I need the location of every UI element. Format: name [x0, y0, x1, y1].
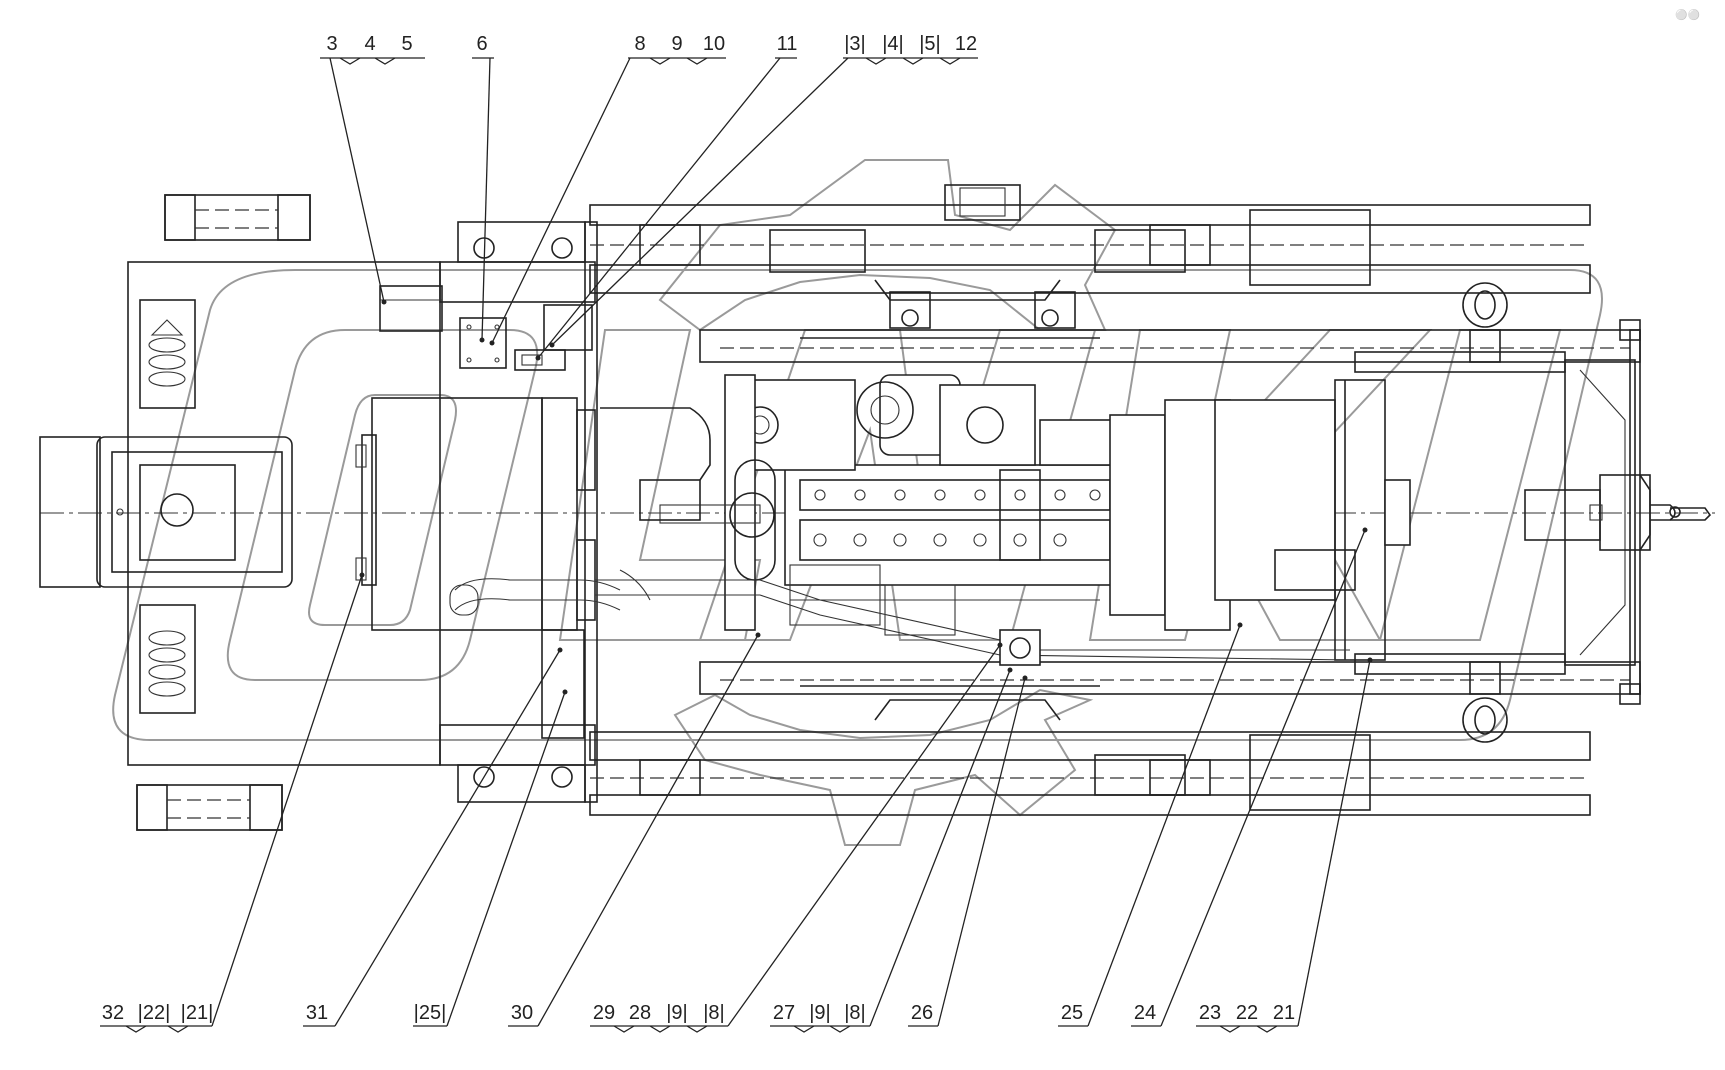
- callout-label: |8|: [703, 1002, 725, 1024]
- callout-group-26: 26: [908, 675, 1028, 1027]
- callout-label: |21|: [181, 1002, 214, 1024]
- callout-label: 22: [1236, 1002, 1258, 1024]
- callout-label: 24: [1134, 1002, 1156, 1024]
- callout-group-25: 25: [1058, 622, 1243, 1027]
- callout-label: 25: [1061, 1002, 1083, 1024]
- callout-label: |25|: [414, 1002, 447, 1024]
- callout-label: 4: [364, 33, 375, 55]
- callout-label: |9|: [809, 1002, 831, 1024]
- callout-label: 3: [326, 33, 337, 55]
- front-module: [39, 194, 621, 831]
- callout-label: 30: [511, 1002, 533, 1024]
- callout-label: 11: [777, 33, 798, 55]
- callout-group-3-4-5-12: |3| |4| |5| 12: [549, 33, 978, 348]
- callout-label: 26: [911, 1002, 933, 1024]
- callout-label: 6: [476, 33, 487, 55]
- callout-label: 27: [773, 1002, 795, 1024]
- callout-group-25-boxed: |25|: [413, 689, 568, 1027]
- callout-group-27-9-8: 27 |9| |8|: [770, 667, 1013, 1033]
- top-callouts: 3 4 5 6 8 9 10 11: [320, 33, 978, 361]
- callout-group-8-9-10: 8 9 10: [489, 33, 726, 346]
- callout-label: 31: [306, 1002, 328, 1024]
- callout-label: |5|: [919, 33, 941, 55]
- callout-label: |3|: [844, 33, 866, 55]
- callout-group-6: 6: [472, 33, 494, 343]
- callout-group-23-22-21: 23 22 21: [1196, 657, 1373, 1033]
- callout-label: 10: [703, 33, 725, 55]
- callout-label: 23: [1199, 1002, 1221, 1024]
- corner-mark: ⚪⚪: [1675, 8, 1700, 21]
- bottom-callouts: 32 |22| |21| 31 |25| 30 29: [100, 527, 1373, 1033]
- callout-label: |4|: [882, 33, 904, 55]
- callout-group-29-28-9-8: 29 28 |9| |8|: [590, 642, 1003, 1033]
- chassis-frame: [589, 184, 1712, 816]
- callout-label: |9|: [666, 1002, 688, 1024]
- callout-group-32-22-21: 32 |22| |21|: [100, 572, 365, 1033]
- callout-label: |22|: [138, 1002, 171, 1024]
- callout-group-24: 24: [1131, 527, 1368, 1027]
- callout-label: 29: [593, 1002, 615, 1024]
- callout-group-11: 11: [535, 33, 798, 361]
- callout-label: 28: [629, 1002, 651, 1024]
- callout-label: 8: [634, 33, 645, 55]
- callout-group-3-4-5: 3 4 5: [320, 33, 425, 305]
- callout-label: 12: [955, 33, 977, 55]
- callout-label: 32: [102, 1002, 124, 1024]
- engine-assembly: [595, 374, 1411, 666]
- callout-group-30: 30: [508, 632, 761, 1027]
- callout-label: 9: [671, 33, 682, 55]
- callout-label: |8|: [844, 1002, 866, 1024]
- callout-label: 5: [401, 33, 412, 55]
- callout-group-31: 31: [303, 647, 563, 1027]
- callout-label: 21: [1273, 1002, 1295, 1024]
